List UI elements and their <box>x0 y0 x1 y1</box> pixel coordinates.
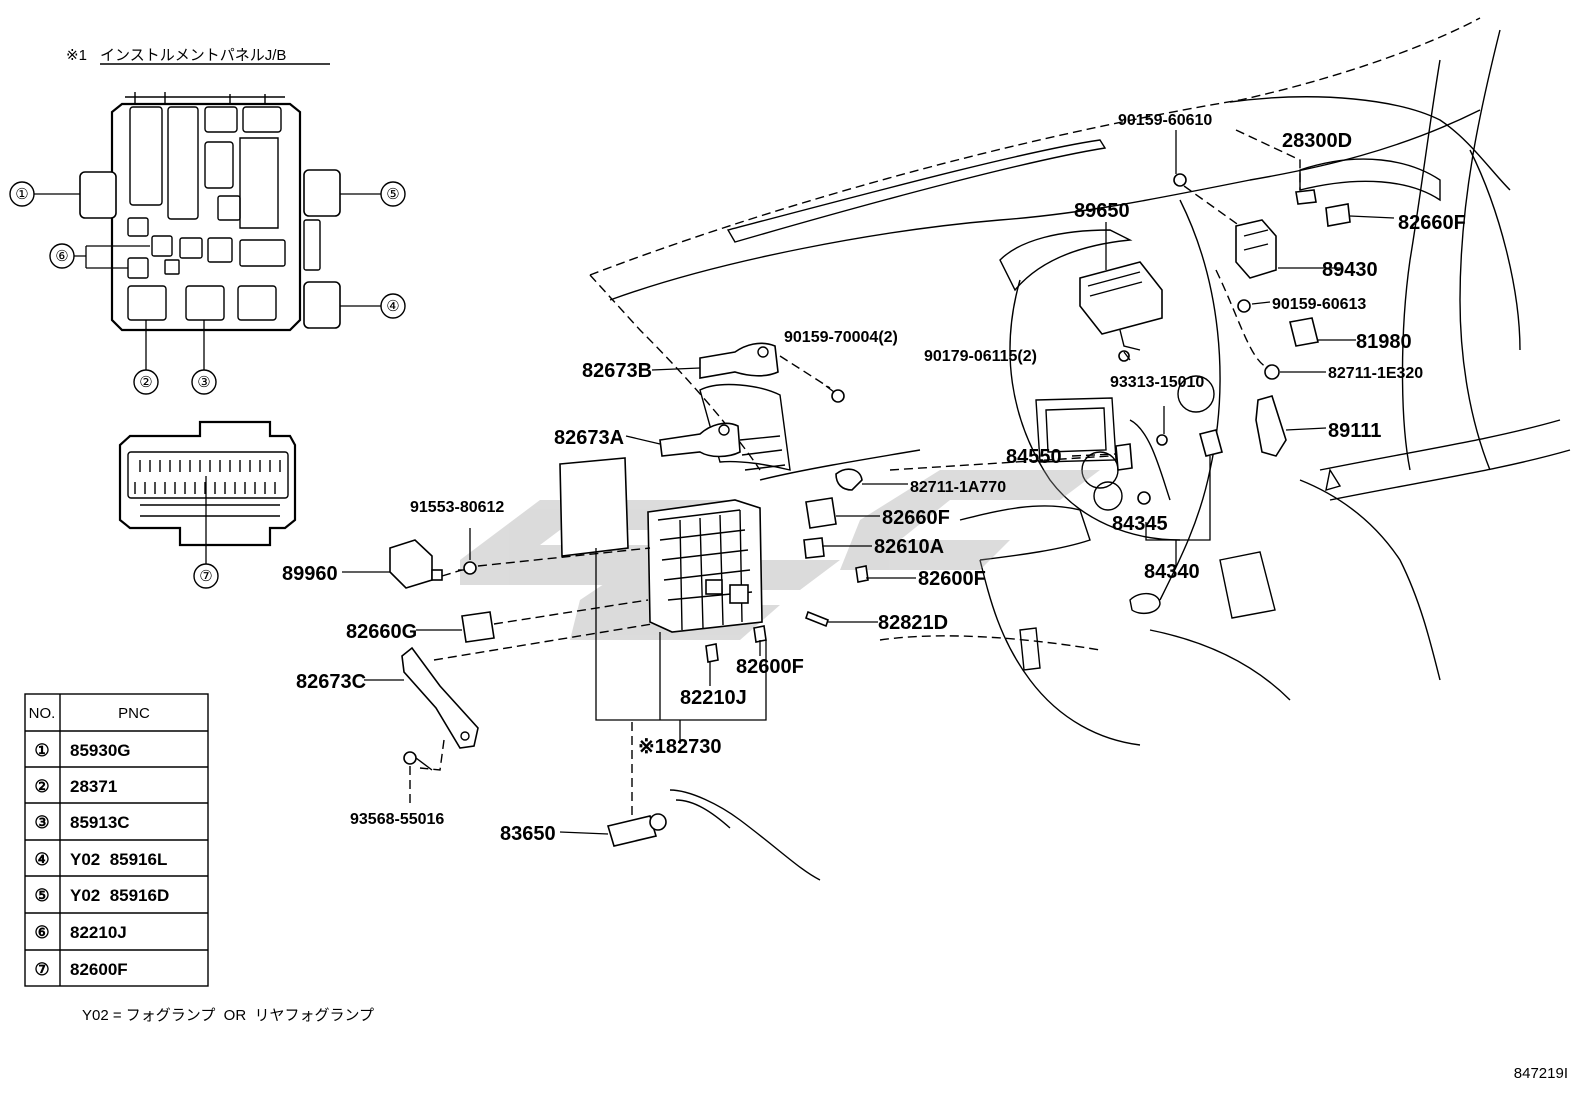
fuse-82600f-a <box>855 565 869 583</box>
label-82660f-a: 82660F <box>1398 212 1466 234</box>
ecu-89650 <box>1079 261 1163 351</box>
screw-93313-15010 <box>1156 434 1168 446</box>
label-81980: 81980 <box>1356 331 1412 353</box>
bolt-90159-70004 <box>825 385 845 403</box>
table-row-no: ⑥ <box>34 923 49 942</box>
header-title: インストルメントパネルJ/B <box>100 47 286 64</box>
junction-block-82730 <box>559 457 763 633</box>
svg-text:⑤: ⑤ <box>386 186 399 203</box>
label-82600f-a: 82600F <box>918 568 986 590</box>
relay-82610a <box>803 537 825 559</box>
fuse-82821d <box>805 610 829 628</box>
label-82673a: 82673A <box>554 427 624 449</box>
table-row-no: ⑦ <box>34 960 49 979</box>
relay-82660g <box>461 611 495 643</box>
relay-82210j <box>705 643 719 663</box>
switch-84345 <box>1137 491 1151 505</box>
label-83650: 83650 <box>500 823 556 845</box>
svg-text:⑥: ⑥ <box>55 248 68 265</box>
table-row-pnc: Y02 85916D <box>70 886 169 905</box>
label-84345: 84345 <box>1112 513 1168 535</box>
svg-text:②: ② <box>139 374 152 391</box>
svg-text:⑦: ⑦ <box>199 568 212 585</box>
label-82711-1a770: 82711-1A770 <box>910 479 1006 496</box>
switch-83650 <box>606 813 667 847</box>
label-28300d: 28300D <box>1282 130 1352 152</box>
label-82660f-b: 82660F <box>882 507 950 529</box>
label-89111: 89111 <box>1328 420 1381 442</box>
table-row-pnc: 28371 <box>70 777 117 796</box>
label-82660g: 82660G <box>346 621 417 643</box>
bracket-82673c <box>401 646 479 749</box>
connector-84550 <box>1115 443 1133 471</box>
table-row-pnc: 85930G <box>70 741 131 760</box>
table-header-no: NO. <box>29 705 56 722</box>
leader-lines <box>342 129 1395 835</box>
bolt-93568-55016 <box>403 751 433 771</box>
label-90159-60613: 90159-60613 <box>1272 296 1366 313</box>
label-84340: 84340 <box>1144 561 1200 583</box>
table-row-no: ④ <box>34 850 49 869</box>
table-row-pnc: Y02 85916L <box>70 850 167 869</box>
bracket-82673a <box>659 422 741 458</box>
label-82600f-b: 82600F <box>736 656 804 678</box>
sensor-81980 <box>1289 317 1319 347</box>
label-91553-80612: 91553-80612 <box>410 499 504 516</box>
sensor-89960 <box>389 539 443 589</box>
label-90179-06115: 90179-06115(2) <box>924 348 1037 365</box>
figure-id: 847219I <box>1514 1065 1568 1082</box>
label-82673c: 82673C <box>296 671 366 693</box>
bracket-28300d <box>1295 189 1317 205</box>
label-82210j: 82210J <box>680 687 747 709</box>
part-labels: 90159-60610 28300D 89650 82660F 89430 90… <box>282 112 1466 845</box>
screw-91553-80612 <box>458 561 477 575</box>
module-89430 <box>1235 219 1277 279</box>
instrument-panel-outline <box>589 17 1571 881</box>
label-82610a: 82610A <box>874 536 944 558</box>
callout-group-side: ⑦ <box>193 476 219 589</box>
junction-block-side-view <box>118 420 297 547</box>
junction-block-top-view <box>79 92 341 332</box>
label-82821d: 82821D <box>878 612 948 634</box>
callout-group-top: ① ⑤ ④ ⑥ ② ③ <box>9 181 406 395</box>
bracket-82673b <box>699 342 779 379</box>
label-82673b: 82673B <box>582 360 652 382</box>
label-89960: 89960 <box>282 563 338 585</box>
fuse-82600f-b <box>753 625 767 643</box>
label-93313-15010: 93313-15010 <box>1110 374 1204 391</box>
table-row-no: ① <box>34 741 49 760</box>
label-84550: 84550 <box>1006 446 1062 468</box>
nut-90179-06115 <box>1118 350 1130 362</box>
table-row-pnc: 82600F <box>70 960 128 979</box>
label-82730: ※182730 <box>638 736 722 758</box>
table-row-pnc: 82210J <box>70 923 127 942</box>
table-row-no: ② <box>34 777 49 796</box>
bolt-90159-60613 <box>1237 299 1251 313</box>
table-row-pnc: 85913C <box>70 813 130 832</box>
label-90159-70004: 90159-70004(2) <box>784 329 898 346</box>
table-row-no: ③ <box>34 813 49 832</box>
footnote: Y02 = フォグランプ OR リヤフォグランプ <box>82 1007 374 1024</box>
header-mark: ※1 <box>66 47 87 64</box>
label-82711-1e320: 82711-1E320 <box>1328 365 1423 382</box>
table-header-pnc: PNC <box>118 705 150 722</box>
svg-text:①: ① <box>15 186 28 203</box>
pnc-table: NO. PNC ① 85930G ② 28371 ③ 85913C ④ Y02 … <box>24 693 209 987</box>
label-90159-60610: 90159-60610 <box>1118 112 1212 129</box>
label-93568-55016: 93568-55016 <box>350 811 444 828</box>
svg-text:④: ④ <box>386 298 399 315</box>
label-89430: 89430 <box>1322 259 1378 281</box>
relay-82660f-a <box>1325 203 1351 227</box>
relay-82660f-b <box>805 497 837 529</box>
svg-text:③: ③ <box>197 374 210 391</box>
label-89650: 89650 <box>1074 200 1130 222</box>
switch-84340 <box>1199 429 1223 457</box>
bolt-90159-60610 <box>1173 173 1187 187</box>
table-row-no: ⑤ <box>34 886 49 905</box>
clip-82711-1e320 <box>1264 364 1280 380</box>
sensor-89111 <box>1255 395 1287 457</box>
clip-82711-1a770 <box>835 468 863 491</box>
